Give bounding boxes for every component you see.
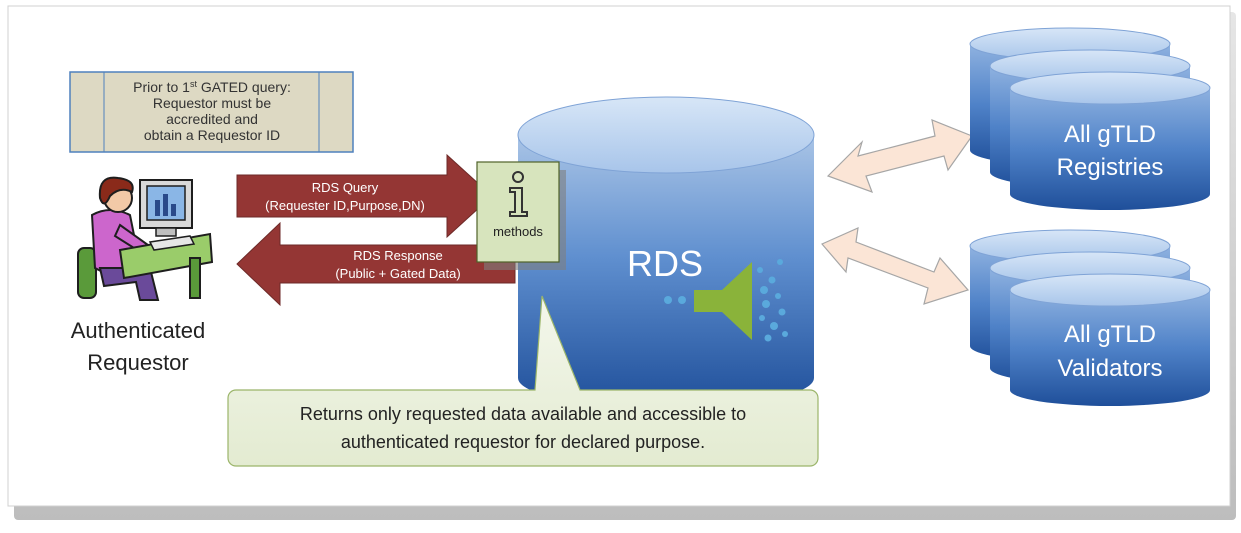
prereq-superscript: st	[190, 79, 198, 89]
registries-line1: All gTLD	[1064, 121, 1156, 148]
rds-query-line1: RDS Query	[312, 180, 379, 195]
rds-database-cylinder: RDS	[517, 96, 815, 408]
rds-response-arrow: RDS Response (Public + Gated Data)	[236, 221, 516, 307]
prereq-line4: obtain a Requestor ID	[144, 127, 280, 143]
prereq-line3: accredited and	[166, 111, 258, 127]
rds-response-line1: RDS Response	[353, 248, 443, 263]
rds-label: RDS	[627, 243, 703, 284]
validators-line2: Validators	[1058, 355, 1163, 382]
validators-line1: All gTLD	[1064, 321, 1156, 348]
funnel-filter-icon	[664, 259, 788, 342]
requestor-label-line2: Requestor	[87, 350, 189, 375]
prerequisite-note: Prior to 1st GATED query: Requestor must…	[69, 71, 354, 153]
requestor-label-line1: Authenticated	[71, 318, 206, 343]
registries-cylinder-stack: All gTLD Registries	[969, 27, 1211, 210]
prereq-line1: Prior to 1	[133, 79, 190, 95]
callout-line2: authenticated requestor for declared pur…	[341, 432, 705, 452]
info-icon	[509, 171, 528, 217]
prereq-line2: Requestor must be	[153, 95, 271, 111]
methods-label: methods	[493, 224, 543, 239]
methods-box: methods	[476, 161, 566, 270]
requestor-at-computer-icon	[77, 176, 214, 301]
registries-line2: Registries	[1057, 154, 1164, 181]
rds-query-line2: (Requester ID,Purpose,DN)	[265, 198, 425, 213]
rds-response-line2: (Public + Gated Data)	[335, 266, 460, 281]
prereq-line1-rest: GATED query:	[197, 79, 291, 95]
validators-cylinder-stack: All gTLD Validators	[969, 229, 1211, 406]
svg-text:Prior to 1st GATED query:: Prior to 1st GATED query:	[133, 79, 291, 95]
rds-query-arrow: RDS Query (Requester ID,Purpose,DN)	[236, 153, 493, 239]
rds-callout: Returns only requested data available an…	[227, 295, 819, 467]
validators-double-arrow	[821, 227, 970, 305]
callout-line1: Returns only requested data available an…	[300, 404, 746, 424]
